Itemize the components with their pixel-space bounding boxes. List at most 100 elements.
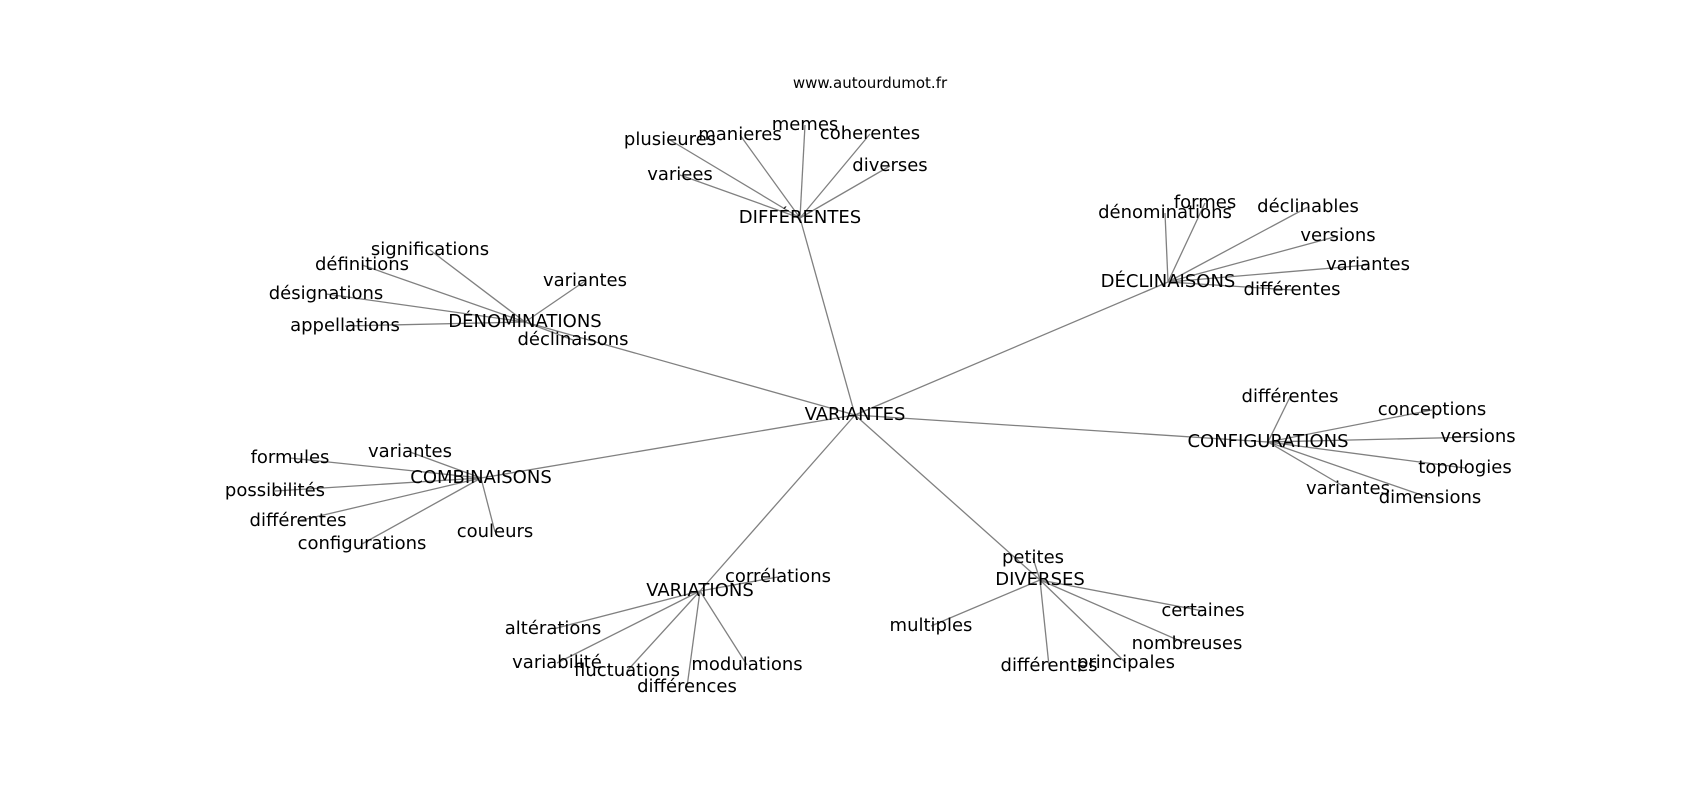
- edge-configurations-differentes: [1267, 396, 1291, 443]
- edge-denominations-declinaisons: [524, 321, 574, 341]
- node-leaf-differentes-manieres: manieres: [698, 124, 782, 145]
- node-leaf-configurations-variantes: variantes: [1306, 478, 1390, 499]
- edge-denominations-appellations: [344, 321, 526, 327]
- node-leaf-denominations-declinaisons: déclinaisons: [517, 329, 628, 350]
- edge-declinaisons-versions: [1167, 235, 1339, 283]
- node-leaf-diverses-petites: petites: [1002, 547, 1064, 568]
- node-leaf-configurations-topologies: topologies: [1418, 457, 1511, 478]
- node-leaf-differentes-diverses: diverses: [852, 155, 927, 176]
- edge-diverses-differentes: [1039, 579, 1050, 667]
- node-leaf-configurations-versions: versions: [1440, 426, 1515, 447]
- site-label: www.autourdumot.fr: [793, 74, 948, 92]
- node-group-denominations: DÉNOMINATIONS: [448, 310, 601, 332]
- edge-combinaisons-variantes: [409, 451, 482, 479]
- node-group-diverses: DIVERSES: [995, 569, 1085, 590]
- node-leaf-combinaisons-variantes: variantes: [368, 441, 452, 462]
- node-leaf-diverses-multiples: multiples: [890, 615, 973, 636]
- node-leaf-differentes-plusieures: plusieures: [624, 129, 716, 150]
- edge-combinaisons-possibilites: [274, 477, 482, 492]
- edge-center-declinaisons: [854, 281, 1169, 416]
- node-leaf-declinaisons-variantes: variantes: [1326, 254, 1410, 275]
- edge-configurations-dimensions: [1267, 441, 1431, 499]
- node-leaf-variations-differences: différences: [637, 676, 737, 697]
- node-leaf-declinaisons-denominations: dénominations: [1098, 202, 1232, 223]
- labels-layer: www.autourdumot.fr VARIANTES DIFFÉRENTES m…: [225, 74, 1516, 697]
- edge-combinaisons-differentes: [297, 477, 482, 522]
- node-leaf-variations-fluctuations: fluctuations: [574, 660, 680, 681]
- edge-declinaisons-formes: [1167, 202, 1206, 283]
- node-leaf-combinaisons-formules: formules: [251, 447, 330, 468]
- node-leaf-declinaisons-formes: formes: [1174, 192, 1236, 213]
- node-leaf-denominations-variantes: variantes: [543, 270, 627, 291]
- node-group-differentes: DIFFÉRENTES: [739, 206, 861, 228]
- edge-variations-alterations: [552, 590, 701, 630]
- node-leaf-declinaisons-versions: versions: [1300, 225, 1375, 246]
- node-leaf-diverses-certaines: certaines: [1161, 600, 1244, 621]
- edge-configurations-conceptions: [1267, 409, 1433, 443]
- node-center: VARIANTES: [805, 404, 906, 425]
- node-leaf-configurations-differentes: différentes: [1242, 386, 1339, 407]
- edge-diverses-nombreuses: [1039, 579, 1188, 645]
- node-leaf-variations-variabilite: variabilité: [512, 652, 602, 673]
- edge-differentes-manieres: [739, 134, 801, 219]
- edge-declinaisons-declinables: [1167, 206, 1309, 283]
- node-leaf-differentes-variees: variees: [647, 164, 713, 185]
- edge-center-denominations: [524, 321, 856, 416]
- edge-denominations-significations: [429, 249, 526, 323]
- edge-center-configurations: [854, 414, 1269, 443]
- node-leaf-variations-alterations: altérations: [505, 618, 601, 639]
- node-leaf-differentes-memes: memes: [772, 114, 839, 135]
- edge-diverses-multiples: [930, 579, 1041, 627]
- edges-layer: [274, 124, 1479, 688]
- edge-variations-variabilite: [556, 590, 701, 664]
- node-leaf-denominations-designations: désignations: [269, 283, 384, 304]
- node-leaf-variations-modulations: modulations: [691, 654, 802, 675]
- node-leaf-combinaisons-couleurs: couleurs: [457, 521, 534, 542]
- node-leaf-combinaisons-differentes: différentes: [250, 510, 347, 531]
- edge-denominations-designations: [325, 293, 526, 323]
- edge-diverses-certaines: [1039, 579, 1204, 612]
- edge-differentes-variees: [679, 174, 801, 219]
- node-leaf-combinaisons-configurations: configurations: [298, 533, 427, 554]
- edge-differentes-diverses: [799, 165, 891, 219]
- node-group-declinaisons: DÉCLINAISONS: [1101, 270, 1236, 292]
- edge-center-differentes: [799, 217, 856, 416]
- edge-center-diverses: [854, 414, 1041, 581]
- node-leaf-denominations-appellations: appellations: [290, 315, 400, 336]
- edge-combinaisons-formules: [289, 457, 482, 479]
- edge-combinaisons-couleurs: [480, 477, 496, 533]
- edge-diverses-petites: [1032, 557, 1041, 581]
- edge-differentes-coherentes: [799, 133, 871, 219]
- node-leaf-variations-correlations: corrélations: [725, 566, 831, 587]
- edge-configurations-topologies: [1267, 441, 1466, 469]
- edge-variations-fluctuations: [626, 590, 701, 672]
- edge-combinaisons-configurations: [361, 477, 482, 545]
- node-leaf-diverses-principales: principales: [1077, 652, 1175, 673]
- node-group-configurations: CONFIGURATIONS: [1187, 431, 1348, 452]
- node-leaf-denominations-definitions: définitions: [315, 254, 409, 275]
- edge-declinaisons-differentes: [1167, 281, 1293, 291]
- edge-configurations-versions: [1267, 436, 1479, 443]
- node-leaf-combinaisons-possibilites: possibilités: [225, 480, 325, 501]
- edge-differentes-plusieures: [669, 139, 801, 219]
- node-group-variations: VARIATIONS: [646, 580, 754, 601]
- node-leaf-denominations-significations: significations: [371, 239, 489, 260]
- edge-variations-modulations: [699, 590, 748, 666]
- edge-differentes-memes: [799, 124, 806, 219]
- edge-configurations-variantes: [1267, 441, 1349, 490]
- edge-denominations-variantes: [524, 280, 586, 323]
- node-leaf-diverses-nombreuses: nombreuses: [1132, 633, 1243, 654]
- edge-center-variations: [699, 414, 856, 592]
- edge-declinaisons-variantes: [1167, 264, 1369, 283]
- node-leaf-diverses-differentes: différentes: [1001, 655, 1098, 676]
- node-leaf-configurations-dimensions: dimensions: [1379, 487, 1482, 508]
- edge-variations-correlations: [699, 576, 779, 592]
- edge-center-combinaisons: [480, 414, 856, 479]
- node-leaf-configurations-conceptions: conceptions: [1378, 399, 1487, 420]
- edge-diverses-principales: [1039, 579, 1127, 664]
- edge-declinaisons-denominations: [1164, 212, 1169, 283]
- node-group-combinaisons: COMBINAISONS: [410, 467, 552, 488]
- node-leaf-differentes-coherentes: coherentes: [820, 123, 920, 144]
- node-leaf-declinaisons-differentes: différentes: [1244, 279, 1341, 300]
